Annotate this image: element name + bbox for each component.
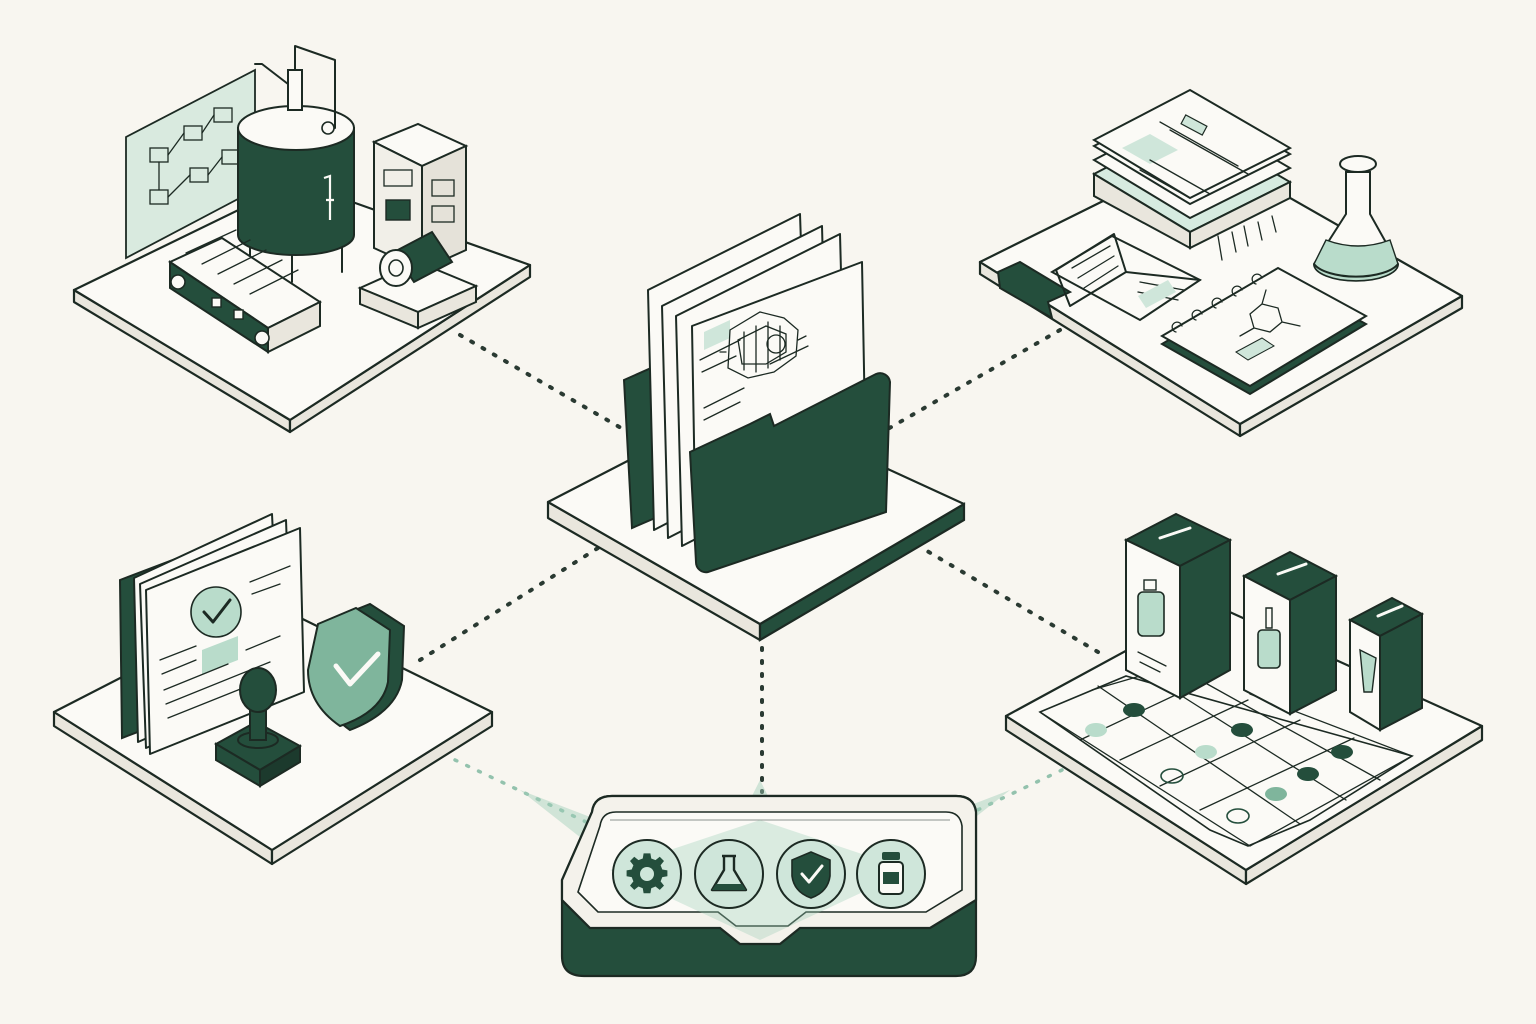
- connectors: [418, 328, 1100, 844]
- motor-pump-icon: [357, 230, 479, 330]
- conveyor-belt-icon: [167, 229, 323, 354]
- tray-gear-icon: [612, 839, 682, 909]
- connector-packaging: [920, 546, 1100, 654]
- tray-shield-check-icon: [776, 839, 846, 909]
- connector-packaging-tray: [908, 768, 1064, 844]
- output-tray: [520, 780, 1010, 978]
- connector-quality: [418, 546, 600, 662]
- manufacturing-platform: [72, 45, 532, 434]
- connector-quality-tray: [453, 758, 622, 840]
- product-box-dropper-icon: [1241, 550, 1339, 716]
- tray-flask-icon: [694, 839, 764, 909]
- rubber-stamp-icon: [213, 667, 303, 788]
- research-platform: [978, 88, 1464, 438]
- product-box-tube-icon: [1347, 596, 1425, 732]
- erlenmeyer-flask-icon: [1312, 155, 1400, 282]
- folder-icon: [622, 213, 892, 574]
- spiral-notebook-icon: [1159, 215, 1369, 396]
- document-stack-icon: [1091, 88, 1293, 250]
- sample-grid-icon: [1038, 671, 1414, 847]
- product-box-bottle-icon: [1123, 512, 1233, 700]
- connector-research: [884, 328, 1062, 432]
- tray-bottle-icon: [856, 839, 926, 909]
- connector-manufacturing: [458, 333, 630, 434]
- quality-compliance-platform: [52, 513, 494, 866]
- central-archive-platform: [546, 213, 966, 642]
- product-packaging-platform: [1004, 512, 1484, 886]
- storage-tank-icon: [237, 45, 355, 283]
- open-book-icon: [1049, 233, 1202, 322]
- shield-check-icon: [306, 602, 406, 732]
